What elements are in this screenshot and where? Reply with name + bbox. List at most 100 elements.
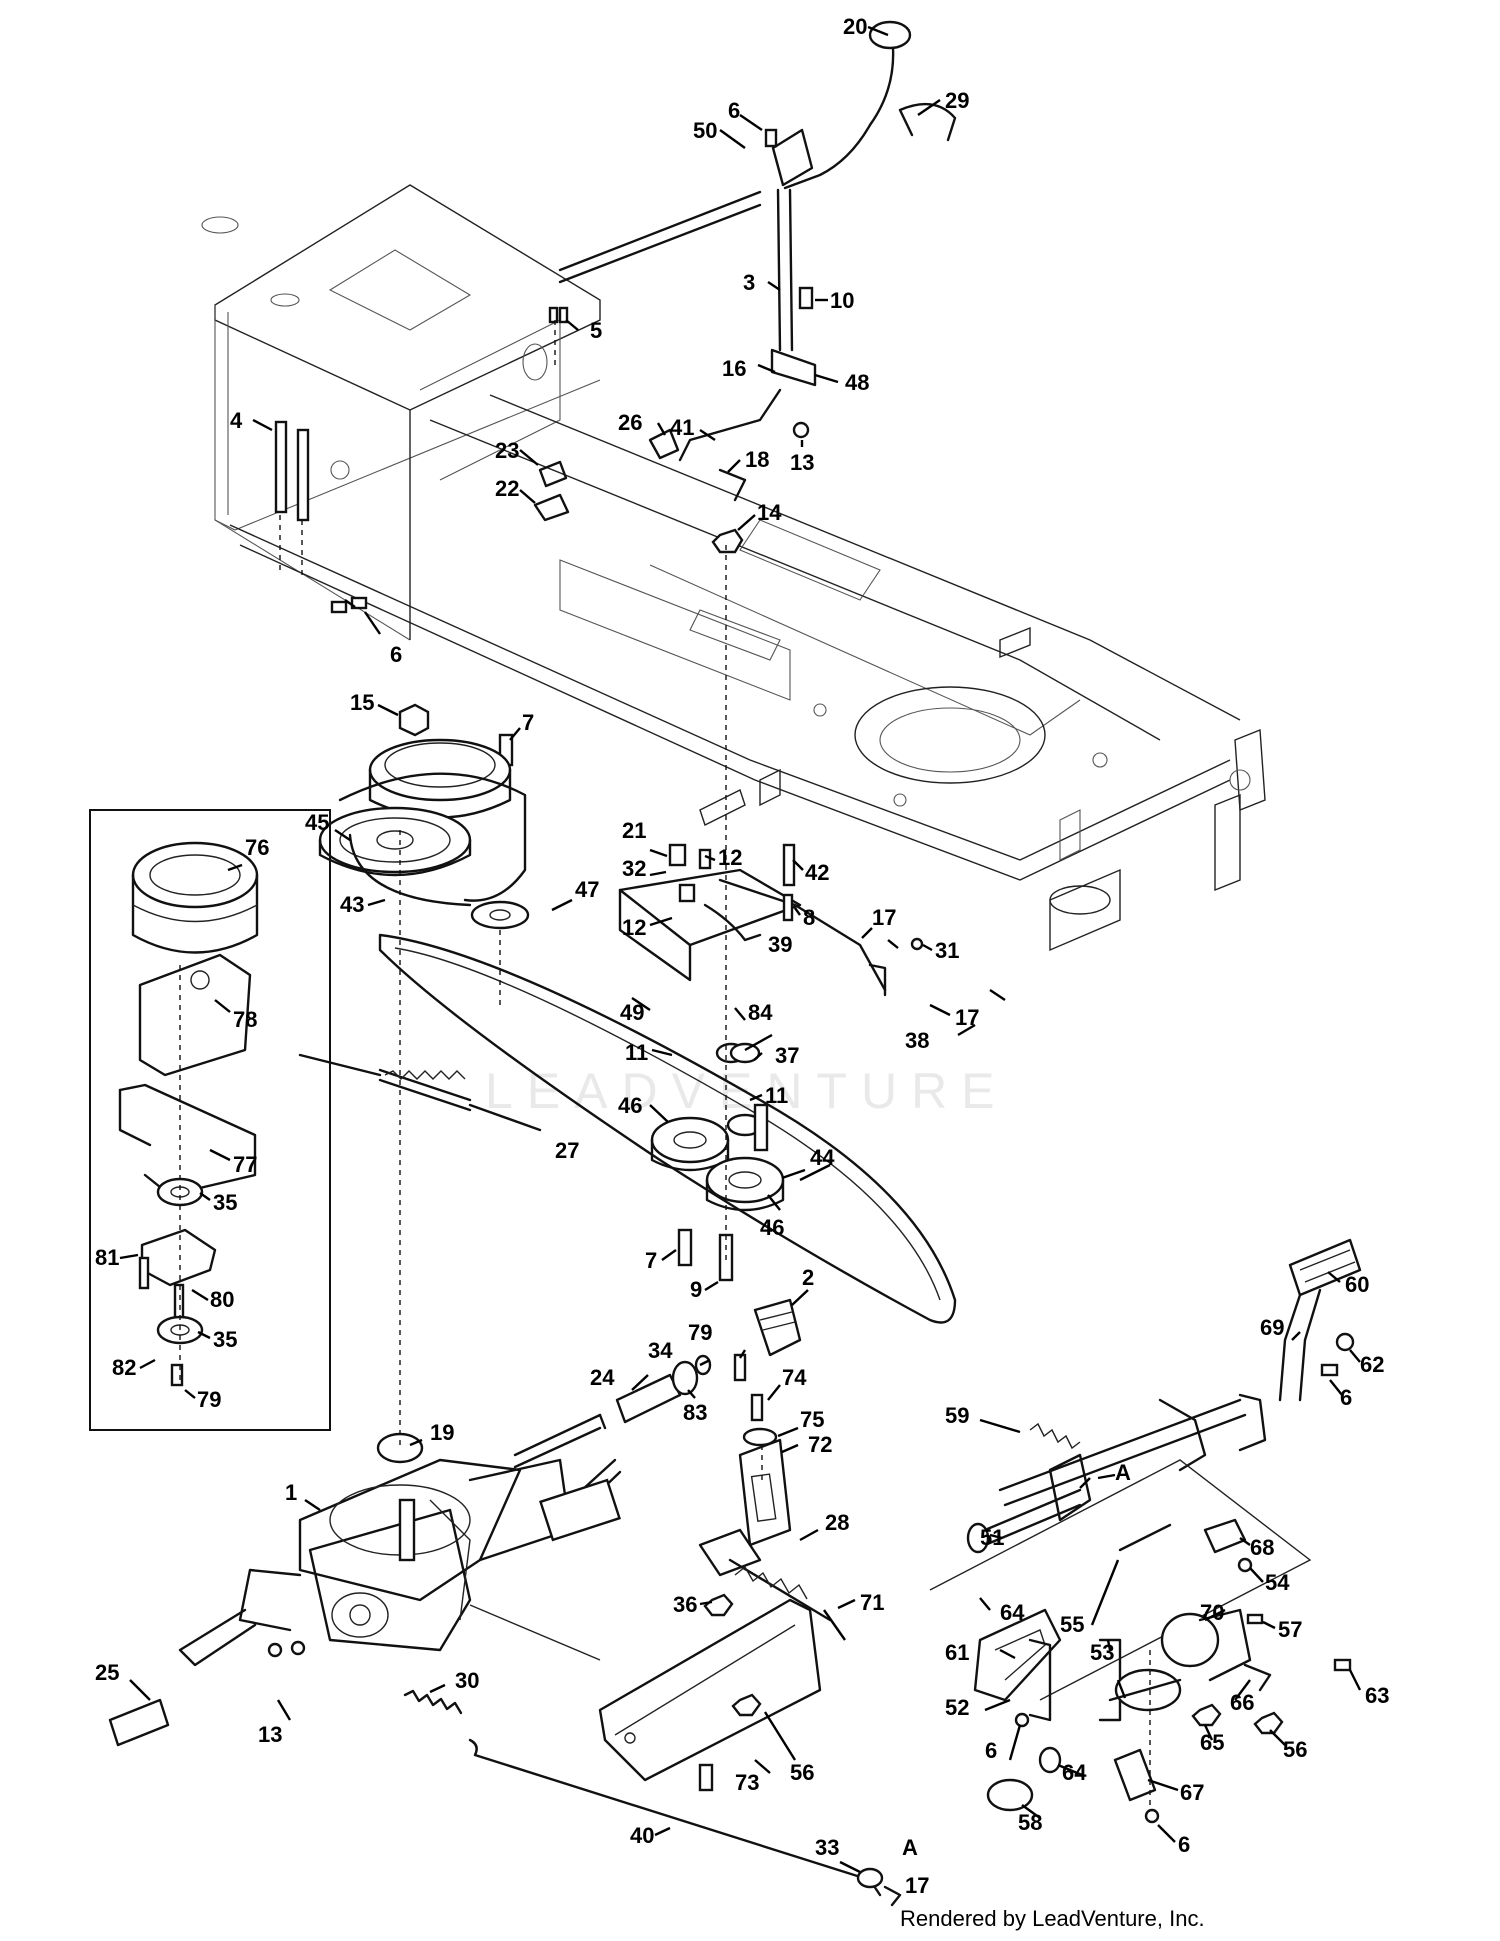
nut-56a — [731, 1693, 762, 1717]
axle-right — [513, 1413, 602, 1457]
bracket-67 — [1113, 1748, 1157, 1802]
callout-51: 51 — [980, 1525, 1004, 1550]
callout-30: 30 — [455, 1668, 479, 1693]
bushing-64a — [966, 1522, 990, 1554]
callout-3: 3 — [743, 270, 755, 295]
callout-76: 76 — [245, 835, 269, 860]
callout-9: 9 — [690, 1277, 702, 1302]
callout-75: 75 — [800, 1407, 824, 1432]
lever-arm — [1048, 1453, 1092, 1522]
callout-57: 57 — [1278, 1617, 1302, 1642]
spring-27 — [298, 1053, 542, 1132]
callout-60: 60 — [1345, 1272, 1369, 1297]
callout-83: 83 — [683, 1400, 707, 1425]
callout-11-a: 11 — [625, 1040, 648, 1065]
callout-70: 70 — [1200, 1600, 1224, 1625]
callout-17-a: 17 — [872, 905, 896, 930]
inset-parts — [118, 841, 259, 1387]
callout-78: 78 — [233, 1007, 257, 1032]
callout-21: 21 — [622, 818, 646, 843]
seal-19 — [376, 1432, 424, 1464]
transaxle-assembly — [108, 1298, 802, 1747]
bracket-68 — [1203, 1518, 1247, 1554]
crank-arm — [1238, 1393, 1267, 1452]
callout-54: 54 — [1265, 1570, 1290, 1595]
cap-58 — [986, 1778, 1034, 1812]
bolt-6c — [1014, 1712, 1030, 1728]
bolt-6-right — [1320, 1363, 1339, 1377]
washer-31 — [910, 937, 924, 951]
bracket-78 — [138, 953, 252, 1077]
bracket-71 — [598, 1598, 822, 1782]
callout-29: 29 — [945, 88, 969, 113]
callout-12-b: 12 — [622, 915, 646, 940]
callout-66: 66 — [1230, 1690, 1254, 1715]
callout-5: 5 — [590, 318, 602, 343]
pedal-assembly — [929, 1238, 1362, 1824]
washer-62 — [1335, 1332, 1355, 1352]
callout-49: 49 — [620, 1000, 644, 1025]
spring-39 — [703, 903, 762, 942]
washer-34 — [694, 1354, 712, 1376]
pin-42 — [782, 843, 796, 887]
spring-59 — [1029, 1422, 1081, 1450]
callout-62: 62 — [1360, 1352, 1384, 1377]
callout-43: 43 — [340, 892, 364, 917]
callout-34: 34 — [648, 1338, 673, 1363]
callout-13: 13 — [258, 1722, 282, 1747]
bracket-assembly — [598, 1438, 832, 1792]
bracket-upper — [698, 1528, 762, 1577]
callout-80: 80 — [210, 1287, 234, 1312]
bolt-63 — [1333, 1658, 1352, 1672]
callout-6-top: 6 — [728, 98, 740, 123]
callout-4: 4 — [230, 408, 243, 433]
bolt-79 — [733, 1353, 747, 1382]
pedal-pad-60 — [1288, 1238, 1362, 1297]
nut-15 — [398, 703, 430, 737]
callout-11-b: 11 — [765, 1083, 788, 1108]
nut-54 — [1237, 1557, 1253, 1573]
callout-24: 24 — [590, 1365, 615, 1390]
callout-72: 72 — [808, 1432, 832, 1457]
callout-36: 36 — [673, 1592, 697, 1617]
callout-35-a: 35 — [213, 1190, 237, 1215]
callout-58: 58 — [1018, 1810, 1042, 1835]
callout-12-a: 12 — [718, 845, 742, 870]
callout-69: 69 — [1260, 1315, 1284, 1340]
axle-left — [178, 1608, 257, 1667]
pedal-61 — [973, 1608, 1062, 1702]
callout-41: 41 — [670, 415, 694, 440]
pulley-inset-box — [89, 809, 331, 1431]
callout-26: 26 — [618, 410, 642, 435]
callout-33: 33 — [815, 1835, 839, 1860]
callout-71: 71 — [860, 1590, 884, 1615]
plate-72 — [738, 1438, 792, 1547]
callout-50: 50 — [693, 118, 717, 143]
bolt-6d — [1144, 1808, 1160, 1824]
washer-33 — [856, 1867, 884, 1889]
nut-14 — [711, 528, 744, 554]
callout-A: A — [1115, 1460, 1131, 1485]
callout-38: 38 — [905, 1028, 929, 1053]
callout-18: 18 — [745, 447, 769, 472]
callout-numbers: 20 29 6 50 3 10 5 16 48 26 41 13 18 4 23… — [95, 14, 1389, 1898]
bolt-74 — [750, 1393, 764, 1422]
callout-68: 68 — [1250, 1535, 1274, 1560]
hand-lever-assembly — [274, 20, 957, 614]
clip-17b — [883, 1885, 902, 1907]
callout-47: 47 — [575, 877, 599, 902]
callout-27: 27 — [555, 1138, 579, 1163]
callout-7-top: 7 — [522, 710, 534, 735]
leader-lines — [119, 25, 1362, 1874]
rod-51 — [983, 1488, 1082, 1532]
bolt-6-top — [764, 128, 778, 148]
callout-1: 1 — [285, 1480, 297, 1505]
callout-7-mid: 7 — [645, 1248, 657, 1273]
callout-6-frame: 6 — [390, 642, 402, 667]
callout-65: 65 — [1200, 1730, 1224, 1755]
callout-77: 77 — [233, 1152, 257, 1177]
callout-82: 82 — [112, 1355, 136, 1380]
bolt-10 — [798, 286, 814, 310]
callout-15: 15 — [350, 690, 374, 715]
pedal-arm-52 — [1028, 1638, 1052, 1722]
